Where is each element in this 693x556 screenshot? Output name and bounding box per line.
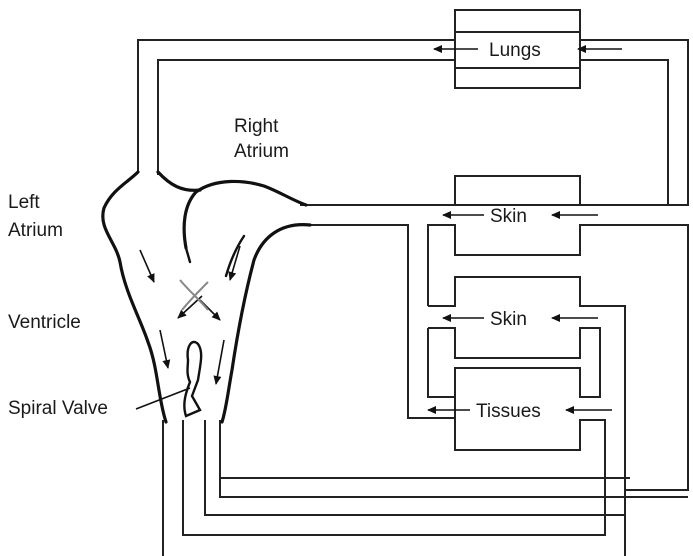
skin-upper-vessel-bottom — [310, 225, 455, 418]
pulmonary-vessel-outer — [138, 10, 688, 205]
left-atrium-label-line1: Left — [8, 192, 40, 213]
mixing-cross — [180, 280, 208, 310]
septum-left — [186, 248, 190, 262]
left-atrium-label-line2: Atrium — [8, 220, 63, 241]
skin-upper-label: Skin — [490, 206, 527, 227]
left-atrium-arrow — [140, 250, 154, 282]
pulmonary-circuit: Lungs — [138, 10, 688, 205]
systemic-return-1 — [205, 420, 625, 515]
ventricle-label: Ventricle — [8, 312, 81, 333]
right-atrium-label-line1: Right — [234, 116, 279, 137]
spiral-valve-shape — [184, 342, 201, 416]
left-atrium-roof — [158, 172, 200, 190]
skin-upper-circuit: Skin — [300, 176, 688, 490]
ventricle-arrow-left — [160, 330, 168, 368]
right-atrium-wall — [184, 181, 306, 248]
spiral-valve-label: Spiral Valve — [8, 398, 108, 419]
skin-lower-label: Skin — [490, 309, 527, 330]
heart — [103, 172, 310, 422]
skin-upper-vessel-top — [300, 176, 668, 205]
ventricle-arrow-right — [216, 340, 224, 384]
tissues-label: Tissues — [476, 401, 541, 422]
left-atrium-wall — [103, 172, 166, 422]
lungs-label: Lungs — [489, 40, 541, 61]
skin-lower-vessel-bottom — [428, 328, 600, 397]
tissues-circuit: Tissues — [163, 397, 688, 556]
atrial-septum-right — [226, 236, 244, 276]
right-atrium-label-line2: Atrium — [234, 141, 289, 162]
